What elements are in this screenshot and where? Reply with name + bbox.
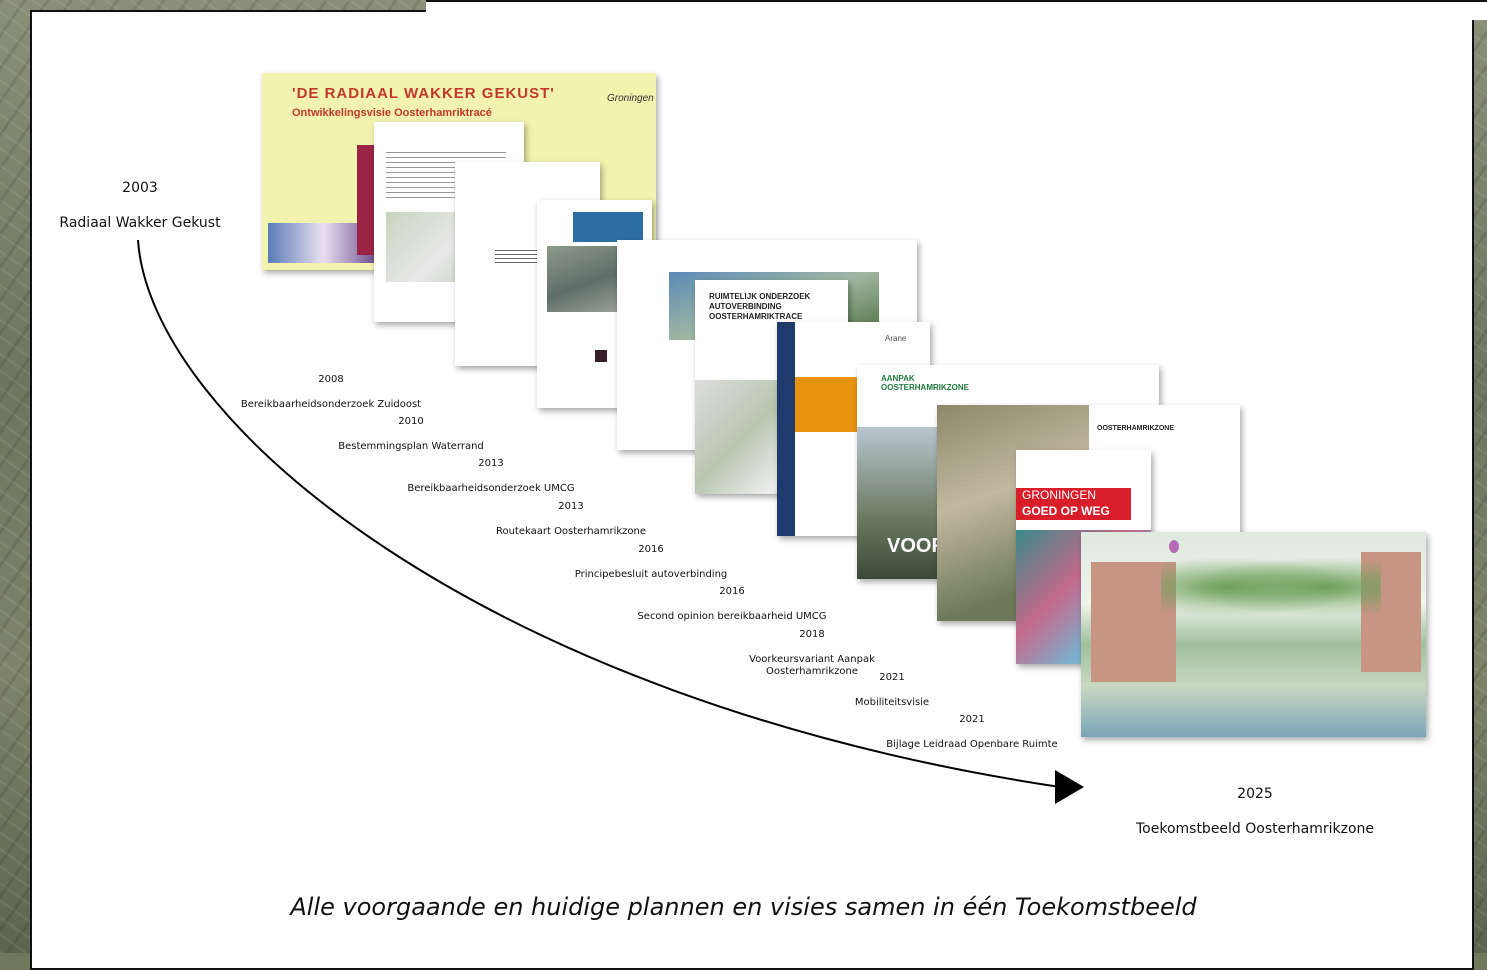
- groningen-logo: Groningen: [607, 93, 654, 104]
- label-year: 2018: [799, 628, 825, 640]
- label-2018: 2018 Voorkeursvariant Aanpak Oosterhamri…: [712, 616, 912, 691]
- doc-umcg-blue-block: [573, 212, 643, 242]
- label-2013-umcg: 2013 Bereikbaarheidsonderzoek UMCG: [376, 445, 606, 508]
- label-title: Routekaart Oosterhamrikzone: [495, 525, 647, 537]
- doc-ruimtelijk-title: RUIMTELIJK ONDERZOEK AUTOVERBINDING OOST…: [709, 292, 811, 321]
- label-title: Principebesluit autoverbinding: [574, 568, 728, 580]
- doc-radiaal-red-building: [357, 145, 375, 255]
- doc-toekomstbeeld: [1081, 532, 1426, 737]
- doc-toekomst-balloon: [1169, 540, 1179, 553]
- diagram-caption: Alle voorgaande en huidige plannen en vi…: [290, 893, 1197, 921]
- label-title: Bijlage Leidraad Openbare Ruimte: [886, 738, 1058, 750]
- label-2021-mobiliteit: 2021 Mobiliteitsvisie: [792, 659, 992, 722]
- label-year: 2008: [318, 373, 344, 385]
- doc-radiaal-subtitle: Ontwikkelingsvisie Oosterhamriktracé: [292, 107, 492, 119]
- doc-voor-text: VOOR: [887, 535, 946, 557]
- doc-oosterhamrik-header: OOSTERHAMRIKZONE: [1097, 425, 1174, 432]
- label-year: 2003: [122, 179, 158, 196]
- doc-leidraad-red-banner: [1016, 488, 1131, 520]
- doc-goed-line2: GOED OP WEG: [1022, 504, 1110, 518]
- label-2003: 2003 Radiaal Wakker Gekust: [40, 162, 240, 250]
- label-2016-second-opinion: 2016 Second opinion bereikbaarheid UMCG: [612, 573, 852, 636]
- doc-goed-line1: GRONINGEN: [1022, 488, 1097, 502]
- doc-aanpak-title: AANPAK OOSTERHAMRIKZONE: [881, 374, 969, 392]
- label-title: Toekomstbeeld Oosterhamrikzone: [1135, 820, 1375, 837]
- label-2013-routekaart: 2013 Routekaart Oosterhamrikzone: [461, 488, 681, 551]
- label-2025: 2025 Toekomstbeeld Oosterhamrikzone: [1100, 768, 1410, 856]
- label-2016-principe: 2016 Principebesluit autoverbinding: [541, 531, 761, 594]
- timeline-curve: [137, 239, 1061, 788]
- label-title: Bereikbaarheidsonderzoek UMCG: [407, 482, 575, 494]
- label-year: 2021: [959, 713, 985, 725]
- arane-logo: Arane: [885, 334, 907, 343]
- label-year: 2016: [638, 543, 664, 555]
- label-2010: 2010 Bestemmingsplan Waterrand: [311, 403, 511, 466]
- label-year: 2013: [478, 457, 504, 469]
- label-title: Bereikbaarheidsonderzoek Zuidoost: [240, 398, 422, 410]
- label-title: Bestemmingsplan Waterrand: [338, 440, 484, 452]
- doc-toekomst-trees: [1161, 552, 1381, 622]
- label-title: Radiaal Wakker Gekust: [59, 214, 221, 231]
- label-2008: 2008 Bereikbaarheidsonderzoek Zuidoost: [216, 361, 446, 424]
- label-title: Voorkeursvariant Aanpak Oosterhamrikzone: [749, 653, 875, 678]
- label-year: 2013: [558, 500, 584, 512]
- doc-radiaal-title: 'DE RADIAAL WAKKER GEKUST': [292, 85, 555, 102]
- doc-second-opinion-bar: [777, 322, 795, 536]
- label-year: 2021: [879, 671, 905, 683]
- label-2021-leidraad: 2021 Bijlage Leidraad Openbare Ruimte: [862, 701, 1082, 764]
- label-year: 2025: [1237, 785, 1273, 802]
- label-title: Mobiliteitsvisie: [854, 696, 930, 708]
- label-title: Second opinion bereikbaarheid UMCG: [637, 610, 827, 622]
- label-year: 2010: [398, 415, 424, 427]
- panel-top-border: [426, 0, 1487, 20]
- doc-umcg-dark-square: [595, 350, 607, 362]
- arrowhead-icon: [1055, 770, 1084, 804]
- label-year: 2016: [719, 585, 745, 597]
